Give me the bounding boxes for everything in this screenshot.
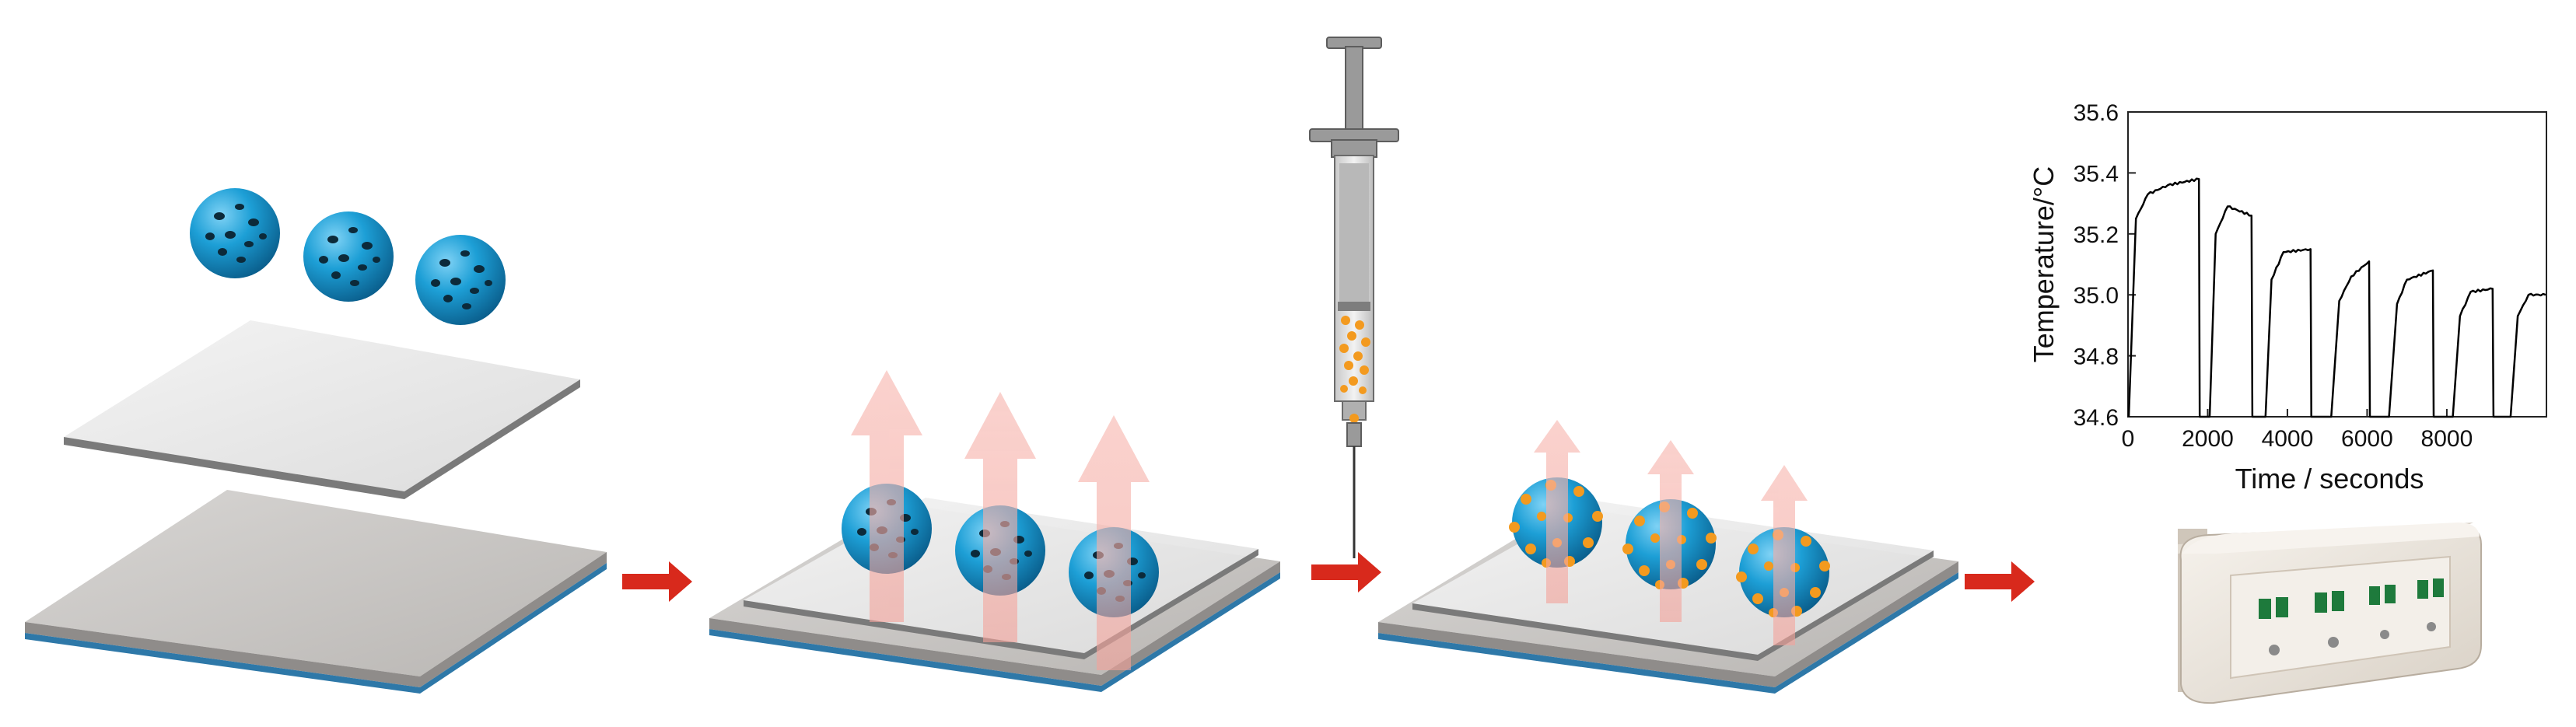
base-substrate xyxy=(25,490,607,694)
payload-particles xyxy=(1339,316,1370,394)
y-tick-label: 34.6 xyxy=(2074,405,2119,431)
x-tick-label: 2000 xyxy=(2182,426,2234,452)
porous-sphere-icon xyxy=(303,211,394,302)
porous-sphere-icon xyxy=(415,235,506,325)
panel-2-assembled xyxy=(709,370,1280,692)
heat-arrow-icon xyxy=(1647,440,1694,622)
device-indicators xyxy=(2259,578,2444,619)
temperature-chart: 34.6 34.8 35.0 35.2 35.4 35.6 0 2000 4000 6000 80… xyxy=(2028,100,2547,495)
y-axis: 34.6 34.8 35.0 35.2 35.4 35.6 xyxy=(2074,100,2136,431)
x-axis-label: Time / seconds xyxy=(2235,463,2424,495)
x-tick-label: 0 xyxy=(2122,426,2135,452)
x-tick-label: 8000 xyxy=(2421,426,2473,452)
heat-arrow-icon xyxy=(851,370,922,622)
process-arrow-icon xyxy=(622,561,692,602)
film-layer xyxy=(64,320,580,499)
syringe-icon xyxy=(1309,37,1399,558)
y-axis-label: Temperature/°C xyxy=(2028,166,2060,363)
x-tick-label: 6000 xyxy=(2341,426,2393,452)
y-tick-label: 35.2 xyxy=(2074,222,2119,248)
temperature-series xyxy=(2127,177,2546,418)
heat-arrow-icon xyxy=(964,392,1036,642)
heat-arrow-icon xyxy=(1078,415,1150,670)
porous-sphere-icon xyxy=(190,188,280,278)
process-arrow-icon xyxy=(1965,561,2035,602)
x-tick-label: 4000 xyxy=(2262,426,2314,452)
heat-arrow-icon xyxy=(1534,420,1580,603)
y-tick-label: 34.8 xyxy=(2074,344,2119,370)
panel-1-components xyxy=(25,188,607,694)
device-icon xyxy=(2178,523,2482,704)
plot-frame xyxy=(2127,111,2547,418)
x-axis: 0 2000 4000 6000 8000 xyxy=(2122,409,2473,452)
panel-3-loaded xyxy=(1378,420,1958,694)
y-tick-label: 35.0 xyxy=(2074,283,2119,309)
heat-arrow-icon xyxy=(1761,465,1808,645)
y-tick-label: 35.4 xyxy=(2074,161,2119,187)
y-tick-label: 35.6 xyxy=(2074,100,2119,126)
device-knobs xyxy=(2269,622,2436,655)
process-arrow-icon xyxy=(1311,552,1381,592)
